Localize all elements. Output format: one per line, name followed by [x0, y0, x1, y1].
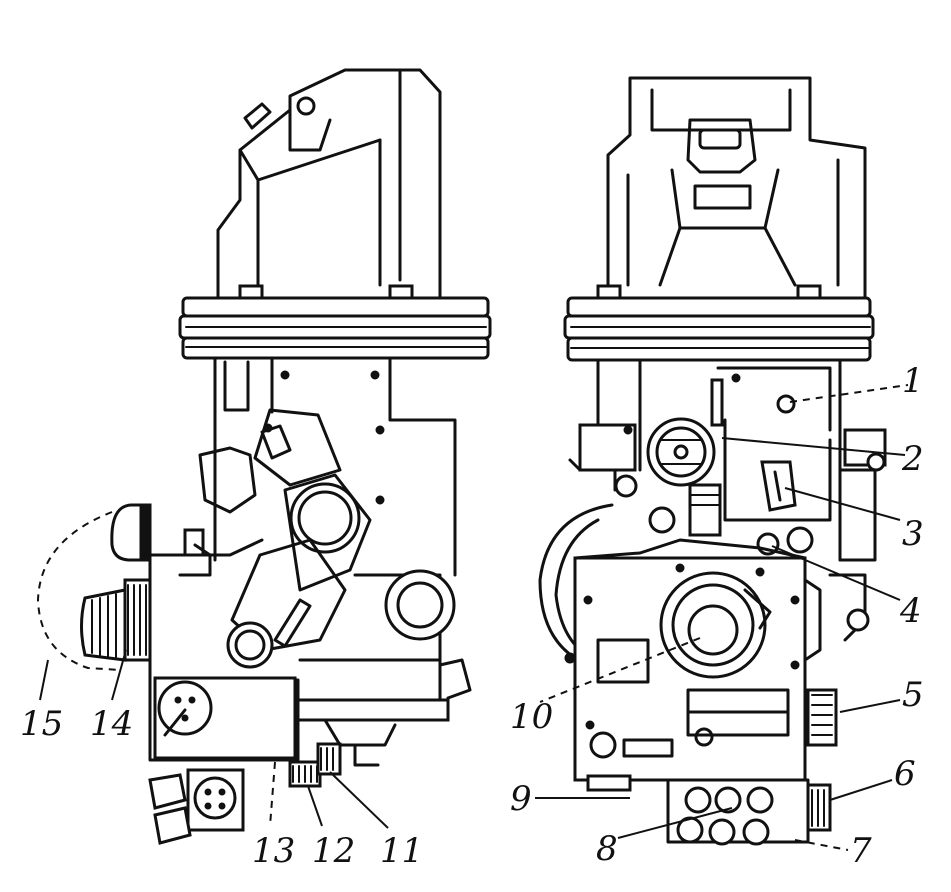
left-view [36, 68, 492, 845]
callout-4: 4 [899, 591, 922, 631]
right-bottom-block [586, 774, 832, 846]
right-flange [563, 296, 875, 362]
callout-1: 1 [902, 361, 924, 401]
callout-3: 3 [902, 514, 924, 554]
callout-12: 12 [312, 831, 355, 871]
left-main-body [198, 356, 472, 767]
callout-11: 11 [380, 831, 423, 871]
callout-15: 15 [20, 704, 63, 744]
right-lower-panel [564, 538, 870, 782]
callout-5: 5 [902, 675, 924, 715]
left-bottom-knobs [148, 742, 342, 845]
right-screws [564, 563, 800, 730]
callout-labels: 1 2 3 4 5 6 7 8 9 10 11 12 13 14 15 [20, 361, 924, 871]
left-top-housing [216, 68, 442, 300]
callout-8: 8 [596, 829, 618, 869]
right-side-hood [538, 503, 614, 660]
left-flange [178, 296, 492, 360]
callout-10: 10 [510, 697, 553, 737]
leader-lines [39, 384, 909, 851]
callout-9: 9 [510, 779, 532, 819]
callout-13: 13 [252, 831, 295, 871]
right-view [538, 76, 887, 846]
right-top-housing [596, 76, 867, 300]
left-screws [263, 370, 385, 505]
left-eyepiece [36, 503, 152, 671]
callout-6: 6 [894, 754, 916, 794]
callout-2: 2 [901, 439, 924, 479]
callout-14: 14 [90, 704, 133, 744]
left-front-plate [148, 528, 300, 762]
callout-7: 7 [850, 831, 872, 871]
right-upper-mechanism [568, 358, 887, 562]
